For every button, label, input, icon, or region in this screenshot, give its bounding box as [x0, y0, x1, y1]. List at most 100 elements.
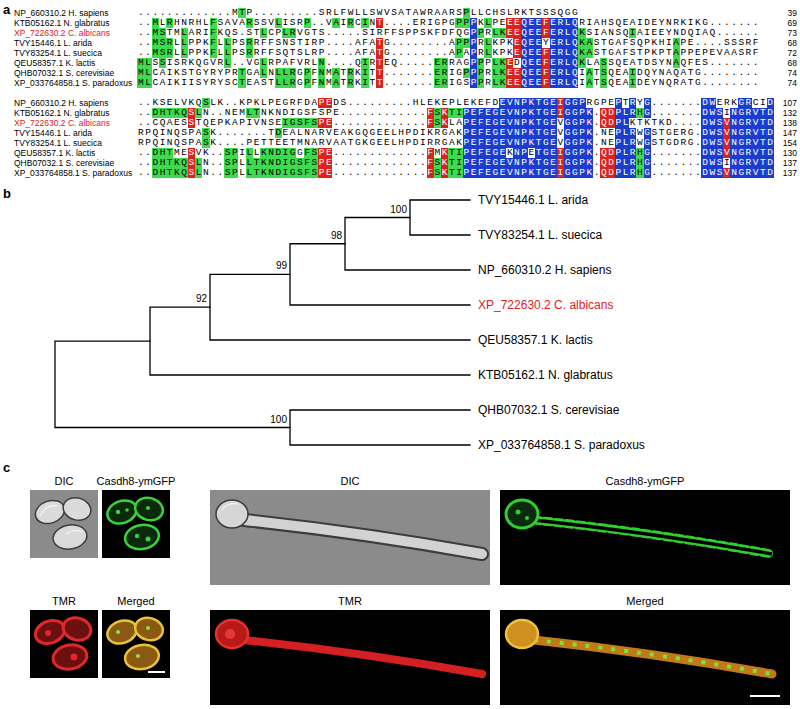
residue: . [730, 68, 737, 78]
residue: L [195, 108, 202, 118]
residue: W [636, 128, 643, 138]
residue: . [694, 168, 701, 178]
residue: R [680, 138, 687, 148]
residue: . [398, 18, 405, 28]
residue: . [137, 158, 144, 168]
residue: R [745, 98, 752, 108]
residue: . [246, 128, 253, 138]
residue: . [673, 98, 680, 108]
residue: L [173, 38, 180, 48]
residue: . [694, 118, 701, 128]
residue: Y [202, 78, 209, 88]
residue: . [144, 38, 151, 48]
residue: P [144, 128, 151, 138]
residue: F [477, 168, 484, 178]
residue: E [463, 98, 470, 108]
residue: Q [600, 148, 607, 158]
residue: M [152, 28, 159, 38]
residue: . [398, 108, 405, 118]
residue: S [716, 118, 723, 128]
residue: E [550, 38, 557, 48]
residue: L [390, 138, 397, 148]
residue: V [752, 138, 759, 148]
residue: . [332, 58, 339, 68]
residue: S [275, 48, 282, 58]
residue: . [340, 168, 347, 178]
residue: . [383, 168, 390, 178]
residue: W [376, 8, 383, 18]
residue: E [528, 28, 535, 38]
residue: P [615, 108, 622, 118]
residue: . [311, 8, 318, 18]
residue: E [658, 28, 665, 38]
residue: T [651, 118, 658, 128]
residue: . [593, 128, 600, 138]
residue: P [405, 138, 412, 148]
residue: D [607, 108, 614, 118]
residue: E [383, 128, 390, 138]
residue: E [550, 78, 557, 88]
residue: Q [173, 128, 180, 138]
residue: E [275, 118, 282, 128]
residue: I [188, 78, 195, 88]
residue: . [419, 168, 426, 178]
panel-letter: b [3, 186, 11, 201]
residue: S [629, 48, 636, 58]
residue: . [347, 168, 354, 178]
residue: Y [651, 78, 658, 88]
residue: M [152, 38, 159, 48]
residue: . [253, 128, 260, 138]
residue: V [752, 118, 759, 128]
residue: P [188, 138, 195, 148]
residue: S [260, 18, 267, 28]
residue: G [571, 118, 578, 128]
residue: L [224, 48, 231, 58]
residue: P [246, 138, 253, 148]
residue: R [376, 28, 383, 38]
residue: . [347, 38, 354, 48]
residue: I [557, 158, 564, 168]
residue: S [188, 158, 195, 168]
residue: V [752, 158, 759, 168]
residue: P [195, 48, 202, 58]
residue: N [600, 128, 607, 138]
residue: V [752, 148, 759, 158]
residue: F [260, 38, 267, 48]
panel-heading: Merged [117, 595, 154, 608]
residue: G [665, 138, 672, 148]
residue: S [629, 38, 636, 48]
residue: F [304, 168, 311, 178]
residue: I [369, 28, 376, 38]
residue: E [484, 138, 491, 148]
residue: I [455, 168, 462, 178]
sequence-name: KTB05162.1 N. glabratus [14, 108, 109, 118]
residue: T [376, 48, 383, 58]
residue: F [390, 28, 397, 38]
residue: K [492, 48, 499, 58]
residue: . [383, 148, 390, 158]
residue: P [521, 148, 528, 158]
residue: V [210, 58, 217, 68]
residue: F [304, 158, 311, 168]
residue: A [441, 8, 448, 18]
residue: E [622, 58, 629, 68]
residue: . [427, 58, 434, 68]
residue-count: 68 [788, 58, 797, 68]
residue: H [636, 168, 643, 178]
residue: H [195, 18, 202, 28]
residue: F [267, 38, 274, 48]
residue-count: 74 [788, 68, 797, 78]
residue: R [289, 98, 296, 108]
residue: . [593, 148, 600, 158]
residue: Q [282, 48, 289, 58]
residue: . [369, 108, 376, 118]
residue: . [217, 138, 224, 148]
residue: . [137, 18, 144, 28]
dic-hypha-micrograph [210, 490, 490, 585]
residue: S [224, 168, 231, 178]
residue: . [340, 158, 347, 168]
residue: D [275, 148, 282, 158]
residue: . [144, 48, 151, 58]
residue: E [484, 168, 491, 178]
residue: R [267, 58, 274, 68]
